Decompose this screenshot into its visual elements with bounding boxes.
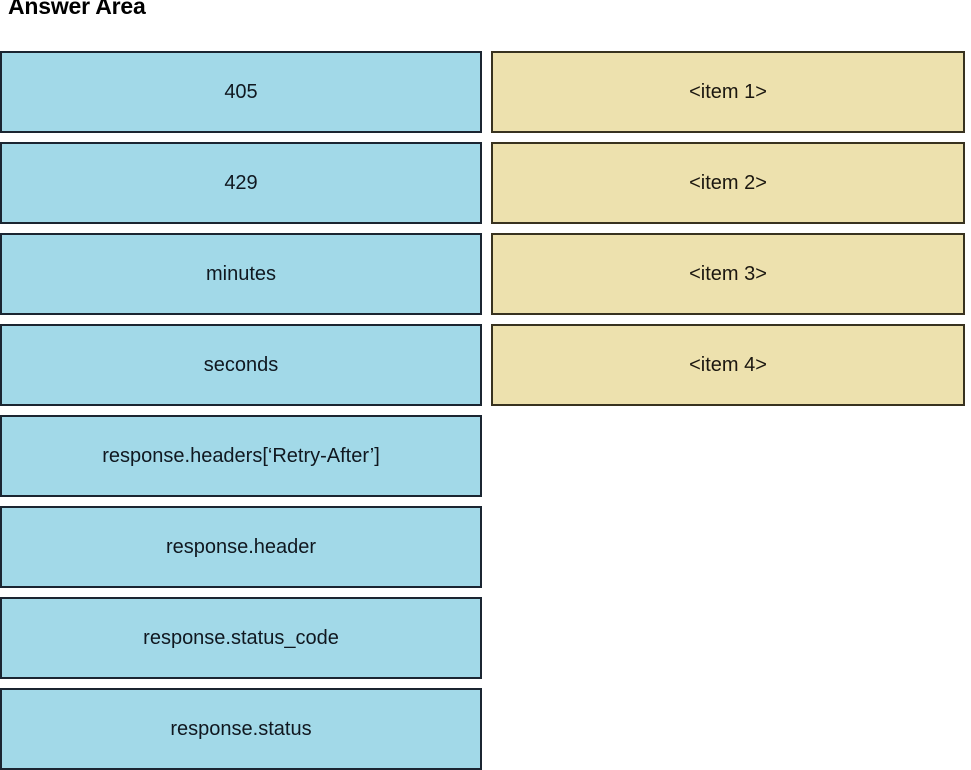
- option-tile-2[interactable]: 429: [0, 142, 482, 224]
- option-tile-5[interactable]: response.headers[‘Retry-After’]: [0, 415, 482, 497]
- option-tile-2-label: 429: [224, 172, 258, 194]
- slot-tile-3[interactable]: <item 3>: [491, 233, 965, 315]
- page-title: Answer Area: [8, 0, 146, 19]
- option-tile-4-label: seconds: [203, 354, 279, 376]
- slot-tile-2[interactable]: <item 2>: [491, 142, 965, 224]
- option-tile-6-label: response.header: [165, 536, 317, 558]
- option-tile-3[interactable]: minutes: [0, 233, 482, 315]
- source-options-column: 405 429 minutes seconds response.headers[‘Re…: [0, 51, 482, 770]
- slot-tile-1[interactable]: <item 1>: [491, 51, 965, 133]
- slot-tile-3-label: <item 3>: [689, 263, 767, 285]
- slot-tile-2-label: <item 2>: [689, 172, 767, 194]
- option-tile-6[interactable]: response.header: [0, 506, 482, 588]
- option-tile-8-label: response.status: [170, 718, 312, 740]
- option-tile-1-label: 405: [224, 81, 258, 103]
- slot-tile-4-label: <item 4>: [689, 354, 767, 376]
- option-tile-7[interactable]: response.status_code: [0, 597, 482, 679]
- target-slots-column: <item 1> <item 2> <item 3> <item 4>: [491, 51, 965, 406]
- option-tile-4[interactable]: seconds: [0, 324, 482, 406]
- option-tile-7-label: response.status_code: [143, 627, 339, 649]
- option-tile-8[interactable]: response.status: [0, 688, 482, 770]
- option-tile-5-label: response.headers[‘Retry-After’]: [102, 445, 380, 467]
- option-tile-3-label: minutes: [205, 263, 277, 285]
- option-tile-1[interactable]: 405: [0, 51, 482, 133]
- slot-tile-4[interactable]: <item 4>: [491, 324, 965, 406]
- slot-tile-1-label: <item 1>: [689, 81, 767, 103]
